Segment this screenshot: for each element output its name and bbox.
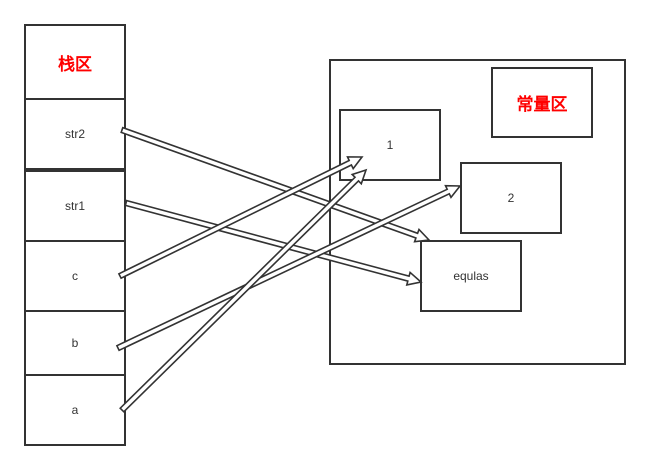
constant-box-equlas: equlas (420, 240, 522, 312)
constant-value-1: 1 (386, 138, 394, 152)
stack-label-b: b (71, 336, 79, 350)
stack-label-c: c (72, 269, 78, 283)
stack-cell-b: b (24, 310, 126, 376)
stack-label-a: a (71, 403, 79, 417)
stack-cell-c: c (24, 240, 126, 312)
stack-cell-str1: str1 (24, 170, 126, 242)
stack-cell-a: a (24, 374, 126, 446)
stack-label-str1: str1 (64, 199, 85, 213)
arrow-c-to-one (117, 156, 364, 280)
stack-title-cell: 栈区 (24, 24, 126, 100)
constant-value-equlas: equlas (453, 269, 489, 283)
constant-value-2: 2 (507, 191, 515, 205)
stack-label-str2: str2 (64, 127, 85, 141)
constant-box-2: 2 (460, 162, 562, 234)
constant-box-1: 1 (339, 109, 441, 181)
constant-pool-title: 常量区 (516, 95, 568, 114)
stack-title: 栈区 (58, 54, 92, 74)
stack-cell-str2: str2 (24, 98, 126, 170)
constant-pool-title-box: 常量区 (491, 67, 593, 138)
